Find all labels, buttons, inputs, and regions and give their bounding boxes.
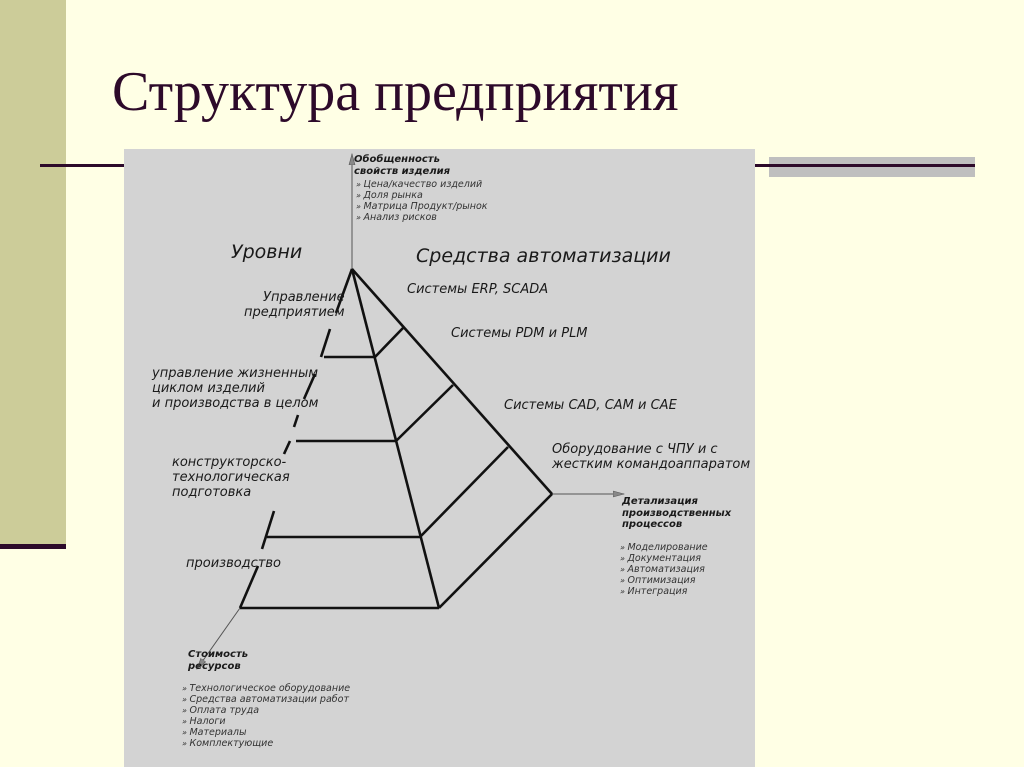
list-item: Матрица Продукт/рынок xyxy=(356,201,487,213)
list-item: Оптимизация xyxy=(620,575,708,587)
enterprise-pyramid-diagram: Обобщенность свойств изделия Цена/качест… xyxy=(124,149,755,767)
level-label-line: Управление xyxy=(263,290,345,305)
left-decor-band xyxy=(0,0,66,544)
tool-label-erp-scada: Системы ERP, SCADA xyxy=(407,282,549,297)
tools-header: Средства автоматизации xyxy=(416,245,671,267)
title-underline-right xyxy=(755,164,975,167)
axis-down-title-line: Стоимость xyxy=(188,649,249,660)
tool-label-cad-cam-cae: Системы CAD, CAM и CAE xyxy=(504,398,677,413)
level-label-design-prep: конструкторско- технологическая подготов… xyxy=(172,455,290,501)
level-label-line: подготовка xyxy=(172,484,252,500)
tool-label-pdm-plm: Системы PDM и PLM xyxy=(451,326,588,341)
axis-up-list: Цена/качество изделий Доля рынка Матрица… xyxy=(356,179,488,224)
tool-label-cnc-equipment: Оборудование с ЧПУ и с жестким командоап… xyxy=(552,442,751,473)
title-underline-left xyxy=(40,164,124,167)
list-item: Документация xyxy=(620,553,708,565)
axis-up-title-line: свойств изделия xyxy=(354,165,451,177)
list-item: Цена/качество изделий xyxy=(356,179,488,191)
axis-down-arrow xyxy=(197,607,241,669)
axis-right-title: Детализация производственных процессов xyxy=(622,496,731,531)
level-label-line: циклом изделий xyxy=(152,380,265,396)
level-label-line: управление жизненным xyxy=(152,366,319,381)
list-item: Автоматизация xyxy=(620,564,708,576)
list-item: Технологическое оборудование xyxy=(182,683,350,695)
slide-title: Структура предприятия xyxy=(112,61,679,123)
list-item: Моделирование xyxy=(620,542,707,554)
axis-up-title: Обобщенность свойств изделия xyxy=(354,154,450,177)
level-label-enterprise: Управление предприятием xyxy=(244,290,345,321)
pyramid-drawing xyxy=(124,149,755,767)
tool-label-line: Оборудование с ЧПУ и с xyxy=(552,442,718,457)
title-decor-bar-right xyxy=(769,157,975,177)
axis-down-list: Технологическое оборудование Средства ав… xyxy=(182,683,350,750)
axis-right-title-line: процессов xyxy=(622,519,683,530)
axis-up-title-line: Обобщенность xyxy=(354,154,440,165)
levels-header: Уровни xyxy=(231,241,303,263)
level-label-lifecycle: управление жизненным циклом изделий и пр… xyxy=(152,366,319,412)
list-item: Комплектующие xyxy=(182,738,350,750)
pyramid-outline xyxy=(238,268,553,610)
axis-right-title-line: Детализация xyxy=(622,496,698,507)
level-label-production: производство xyxy=(186,556,282,572)
level-label-line: и производства в целом xyxy=(152,395,319,411)
list-item: Материалы xyxy=(182,727,350,739)
level-label-line: производство xyxy=(186,556,282,571)
list-item: Доля рынка xyxy=(356,190,488,202)
axis-right-list: Моделирование Документация Автоматизация… xyxy=(620,542,708,598)
list-item: Оплата труда xyxy=(182,705,350,717)
level-label-line: технологическая xyxy=(172,469,290,485)
list-item: Налоги xyxy=(182,716,350,728)
list-item: Интеграция xyxy=(620,586,708,598)
axis-down-title-line: ресурсов xyxy=(188,660,241,672)
left-decor-rule xyxy=(0,544,66,549)
list-item: Анализ рисков xyxy=(356,212,488,224)
level-label-line: конструкторско- xyxy=(172,455,287,470)
list-item: Средства автоматизации работ xyxy=(182,694,350,706)
tool-label-line: жестким командоаппаратом xyxy=(552,456,751,472)
axis-down-title: Стоимость ресурсов xyxy=(188,649,248,672)
level-label-line: предприятием xyxy=(244,304,345,320)
axis-right-title-line: производственных xyxy=(622,507,732,519)
